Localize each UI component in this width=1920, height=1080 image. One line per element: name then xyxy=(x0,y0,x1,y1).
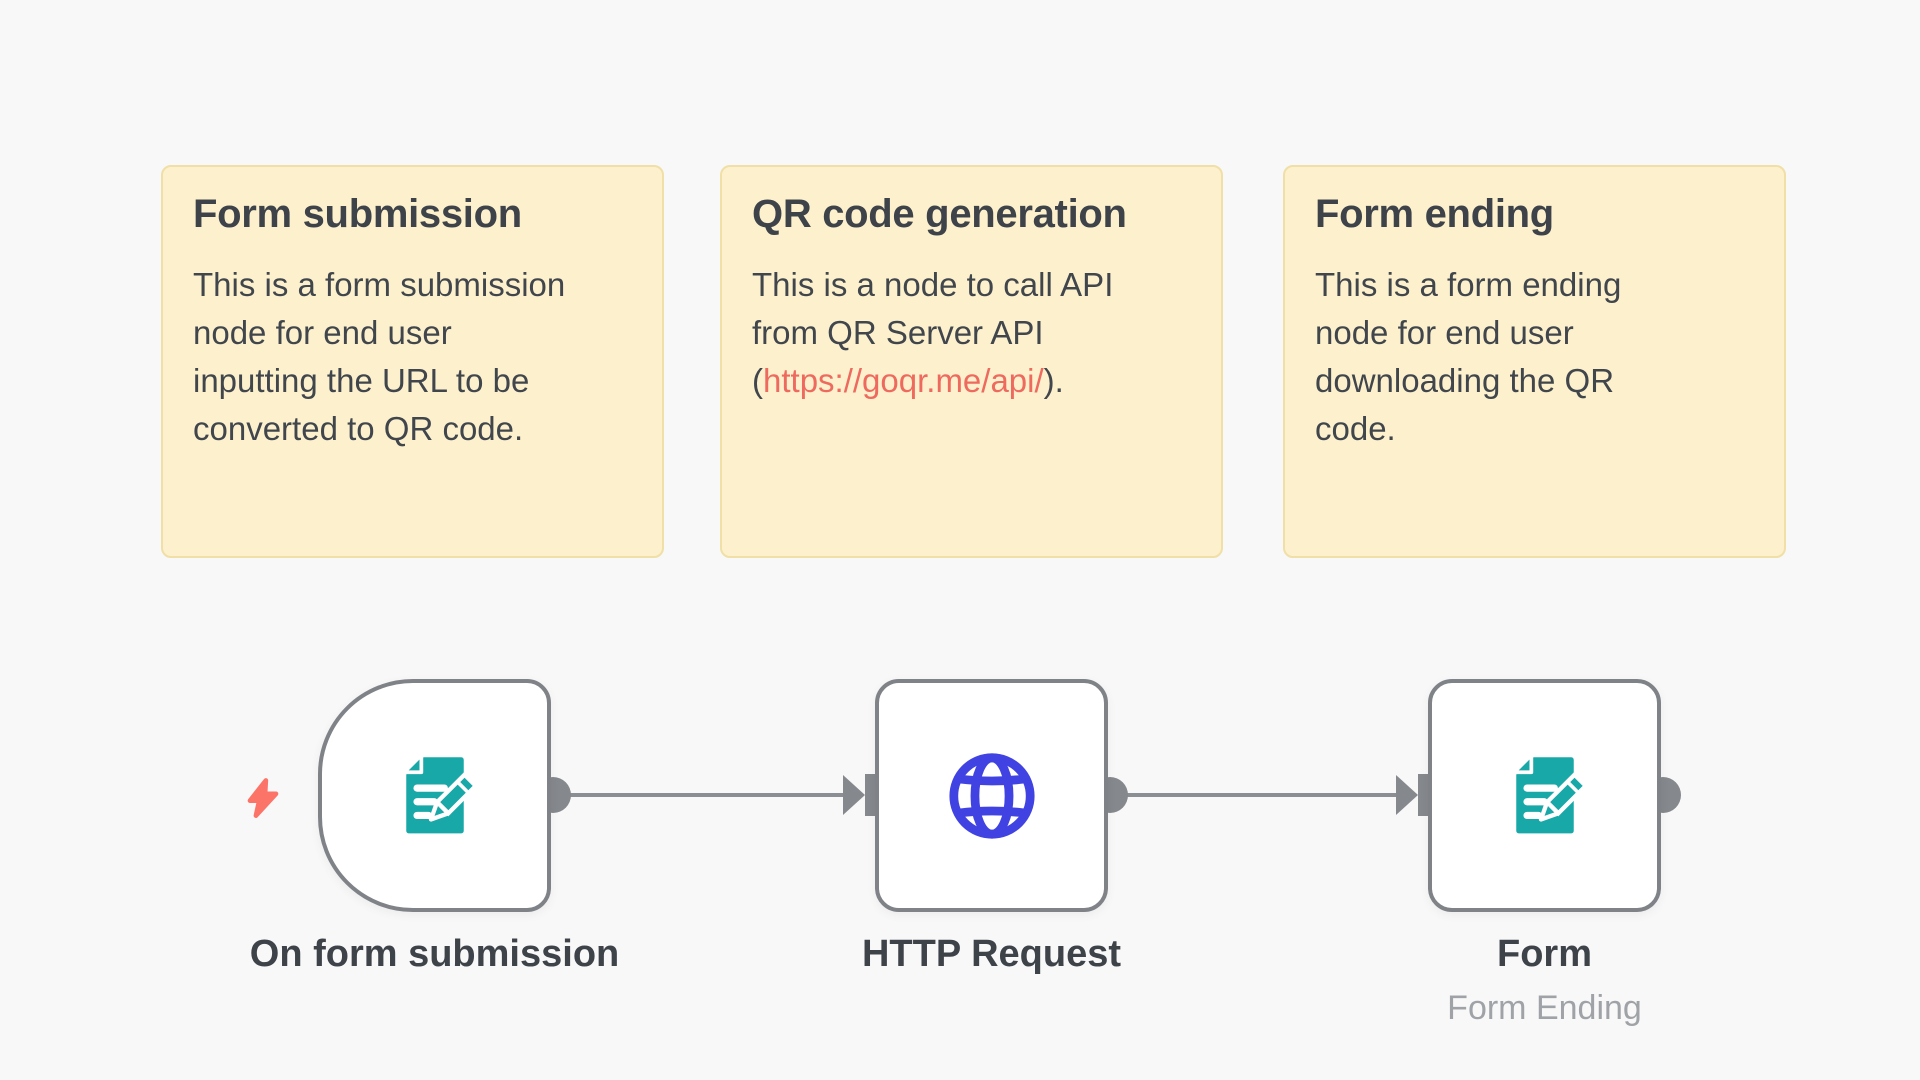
node-label: On form submission xyxy=(249,933,620,975)
globe-icon xyxy=(948,752,1035,839)
form-pencil-icon xyxy=(401,752,479,833)
sticky-note-body: This is a node to call API from QR Serve… xyxy=(752,261,1191,405)
node-form[interactable]: Form Form Ending xyxy=(1428,679,1661,1027)
form-pencil-icon xyxy=(1511,752,1589,833)
node-box[interactable] xyxy=(318,679,551,912)
connection-line-2[interactable] xyxy=(1108,793,1396,797)
sticky-note-title: Form ending xyxy=(1315,192,1554,236)
node-http-request[interactable]: HTTP Request xyxy=(862,679,1121,975)
input-connector-arrow-icon[interactable] xyxy=(843,775,865,815)
sticky-note-body: This is a form ending node for end user … xyxy=(1315,266,1622,447)
node-label: Form xyxy=(1497,933,1592,975)
sticky-note-title: QR code generation xyxy=(752,192,1127,236)
sticky-note-title: Form submission xyxy=(193,192,522,236)
node-box[interactable] xyxy=(1428,679,1661,912)
sticky-note-qr-code-generation[interactable]: QR code generation This is a node to cal… xyxy=(720,165,1223,558)
sticky-note-form-submission[interactable]: Form submission This is a form submissio… xyxy=(161,165,664,558)
node-label: HTTP Request xyxy=(861,933,1122,975)
input-connector-arrow-icon[interactable] xyxy=(1396,775,1418,815)
sticky-note-body: This is a form submission node for end u… xyxy=(193,266,566,447)
connection-line-1[interactable] xyxy=(551,793,843,797)
node-sublabel: Form Ending xyxy=(1447,989,1642,1027)
sticky-note-form-ending[interactable]: Form ending This is a form ending node f… xyxy=(1283,165,1786,558)
body-text-before-link: This is a node to call API from QR Serve… xyxy=(752,266,1114,399)
goqr-api-link[interactable]: https://goqr.me/api/ xyxy=(763,362,1044,399)
lightning-bolt-trigger-icon xyxy=(247,778,279,818)
node-on-form-submission[interactable]: On form submission xyxy=(247,679,619,975)
body-text-after-link: ). xyxy=(1043,362,1064,399)
node-box[interactable] xyxy=(875,679,1108,912)
